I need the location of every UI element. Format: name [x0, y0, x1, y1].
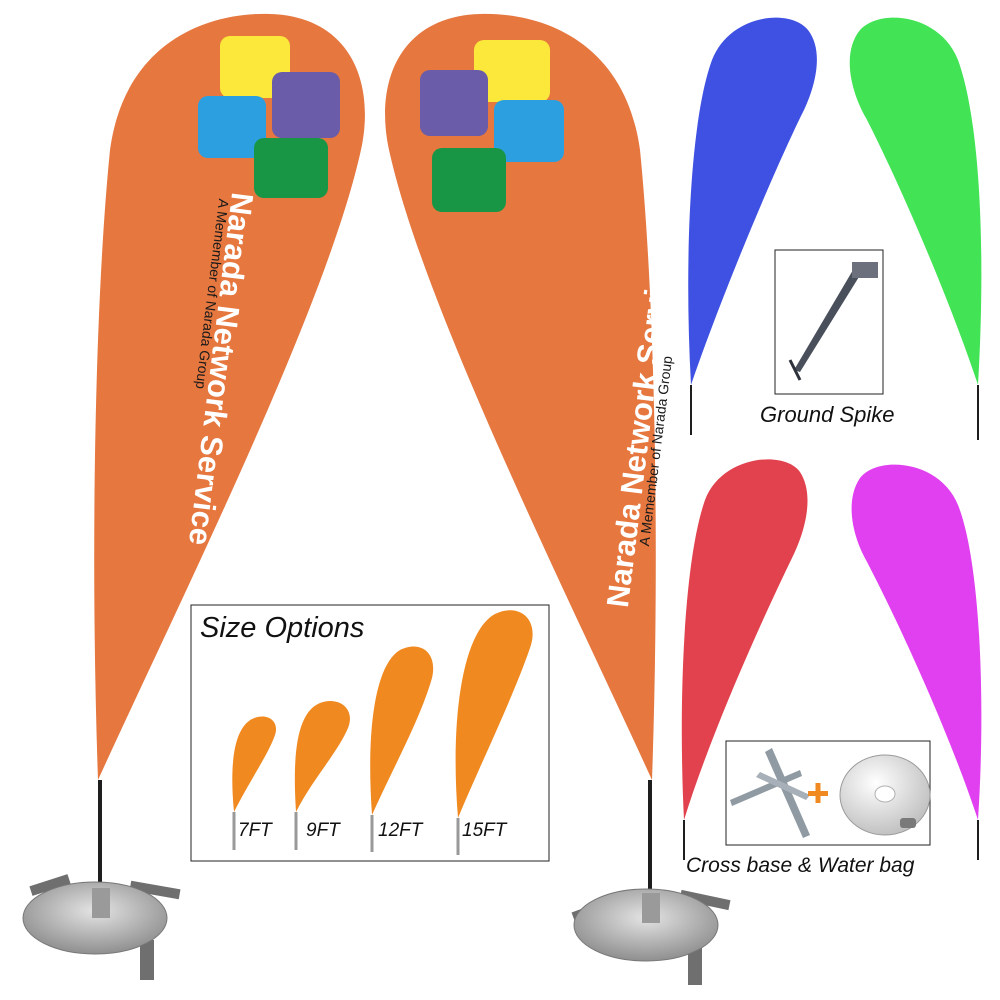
water-bag-icon: [839, 754, 931, 836]
ground-spike-icon: [788, 262, 878, 381]
left-logo-icon: [198, 36, 340, 198]
size-label-12ft: 12FT: [378, 820, 423, 841]
left-flag: [22, 13, 365, 980]
right-logo-icon: [420, 40, 564, 212]
size-label-9ft: 9FT: [306, 820, 340, 841]
magenta-flag: [851, 464, 982, 860]
red-flag: [681, 459, 808, 860]
right-flag: [385, 13, 731, 985]
left-flag-body: [94, 13, 365, 780]
green-flag: [849, 17, 982, 440]
size-label-7ft: 7FT: [238, 820, 272, 841]
size-15ft-icon: [455, 610, 533, 855]
cross-base-caption: Cross base & Water bag: [686, 854, 915, 877]
size-9ft-icon: [294, 700, 350, 850]
size-options-title: Size Options: [200, 612, 365, 644]
cross-base-box: [725, 740, 931, 846]
size-7ft-icon: [232, 716, 277, 850]
blue-flag: [688, 17, 817, 435]
size-options-box: [190, 604, 550, 862]
size-12ft-icon: [370, 646, 434, 852]
plus-icon: [808, 783, 828, 803]
size-label-15ft: 15FT: [462, 820, 507, 841]
right-cross-base-icon: [571, 888, 731, 985]
ground-spike-box: [774, 249, 884, 395]
left-cross-base-icon: [22, 874, 181, 980]
cross-base-icon: [730, 748, 810, 838]
ground-spike-caption: Ground Spike: [760, 402, 895, 427]
